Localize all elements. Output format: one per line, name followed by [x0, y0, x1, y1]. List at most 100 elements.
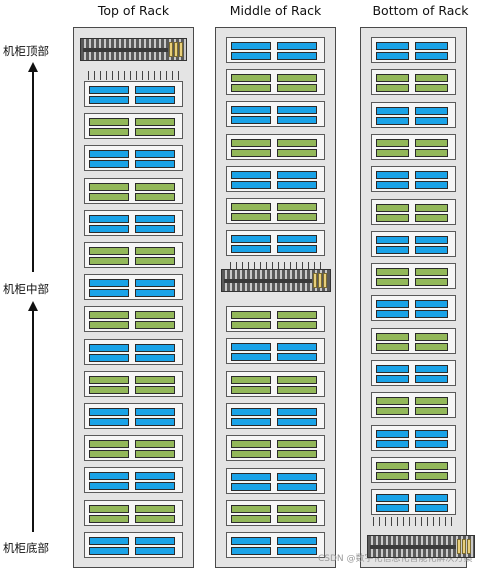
server-blue — [84, 209, 183, 236]
title-middle-of-rack: Middle of Rack — [229, 3, 322, 18]
server-green — [84, 113, 183, 140]
drive-bay — [415, 148, 448, 157]
drive-bay — [89, 257, 129, 265]
drive-bay — [89, 375, 129, 384]
drive-bay — [135, 150, 175, 159]
drive-bay — [231, 482, 271, 491]
drive-bay — [277, 450, 317, 459]
drive-bay — [376, 494, 409, 503]
label-rack-top: 机柜顶部 — [3, 44, 49, 58]
server-green — [371, 69, 456, 96]
network-switch — [80, 38, 187, 61]
drive-bay — [376, 203, 409, 212]
switch-port — [174, 42, 178, 57]
drive-bay — [415, 439, 448, 448]
drive-bay — [415, 52, 448, 60]
server-green — [371, 392, 456, 419]
drive-bay — [135, 160, 175, 169]
drive-bay — [89, 418, 129, 426]
switch-port — [467, 539, 471, 554]
server-blue — [84, 81, 183, 107]
drive-bay — [135, 408, 175, 416]
drive-bay — [135, 86, 175, 94]
drive-bay — [135, 418, 175, 426]
drive-bay — [415, 407, 448, 416]
server-blue — [226, 101, 325, 128]
drive-bay — [277, 482, 317, 491]
drive-bay — [277, 407, 317, 416]
drive-bay — [231, 514, 271, 523]
drive-bay — [231, 52, 271, 60]
drive-bay — [231, 235, 271, 244]
server-blue — [84, 467, 183, 494]
drive-bay — [89, 385, 129, 394]
drive-bay — [277, 170, 317, 179]
drive-bay — [135, 504, 175, 513]
drive-bay — [376, 106, 409, 115]
arrow-up-icon — [28, 62, 38, 72]
drive-bay — [231, 472, 271, 481]
drive-bay — [89, 289, 129, 298]
server-green — [226, 370, 325, 397]
drive-bay — [376, 342, 409, 351]
drive-bay — [135, 224, 175, 233]
drive-bay — [89, 408, 129, 416]
drive-bay — [415, 181, 448, 190]
drive-bay — [376, 181, 409, 190]
switch-port — [179, 42, 183, 57]
drive-bay — [277, 52, 317, 60]
server-green — [84, 435, 183, 462]
drive-bay — [231, 74, 271, 83]
drive-bay — [231, 343, 271, 352]
drive-bay — [277, 321, 317, 329]
drive-bay — [376, 42, 409, 50]
switch-port — [462, 539, 466, 554]
drive-bay — [231, 42, 271, 50]
watermark: CSDN @数字化信息化智能化解决方案 — [318, 554, 473, 564]
drive-bay — [415, 278, 448, 287]
server-green — [84, 242, 183, 268]
arrow-up-line — [32, 309, 34, 532]
drive-bay — [231, 311, 271, 319]
drive-bay — [376, 116, 409, 125]
switch-stripe — [224, 279, 312, 283]
drive-bay — [89, 86, 129, 94]
drive-bay — [277, 311, 317, 319]
drive-bay — [376, 471, 409, 480]
drive-bay — [277, 74, 317, 83]
drive-bay — [135, 311, 175, 320]
switch-stripe — [83, 48, 168, 52]
drive-bay — [277, 106, 317, 115]
drive-bay — [135, 440, 175, 449]
server-blue — [84, 145, 183, 172]
drive-bay — [415, 504, 448, 513]
drive-bay — [89, 214, 129, 223]
drive-bay — [89, 353, 129, 362]
drive-bay — [415, 429, 448, 438]
drive-bay — [89, 472, 129, 481]
drive-bay — [89, 150, 129, 159]
drive-bay — [277, 343, 317, 352]
drive-bay — [277, 138, 317, 147]
server-blue — [84, 531, 183, 558]
drive-bay — [89, 514, 129, 523]
label-rack-bottom: 机柜底部 — [3, 541, 49, 555]
server-blue — [371, 166, 456, 193]
cables — [88, 71, 179, 80]
drive-bay — [415, 203, 448, 212]
drive-bay — [277, 375, 317, 384]
drive-bay — [135, 482, 175, 491]
server-blue — [371, 230, 456, 257]
drive-bay — [415, 213, 448, 222]
drive-bay — [376, 504, 409, 513]
server-green — [371, 198, 456, 225]
drive-bay — [231, 537, 271, 546]
server-blue — [371, 489, 456, 516]
drive-bay — [376, 278, 409, 287]
drive-bay — [231, 84, 271, 93]
drive-bay — [376, 375, 409, 383]
drive-bay — [376, 74, 409, 83]
drive-bay — [89, 247, 129, 255]
drive-bay — [231, 407, 271, 416]
drive-bay — [135, 289, 175, 298]
